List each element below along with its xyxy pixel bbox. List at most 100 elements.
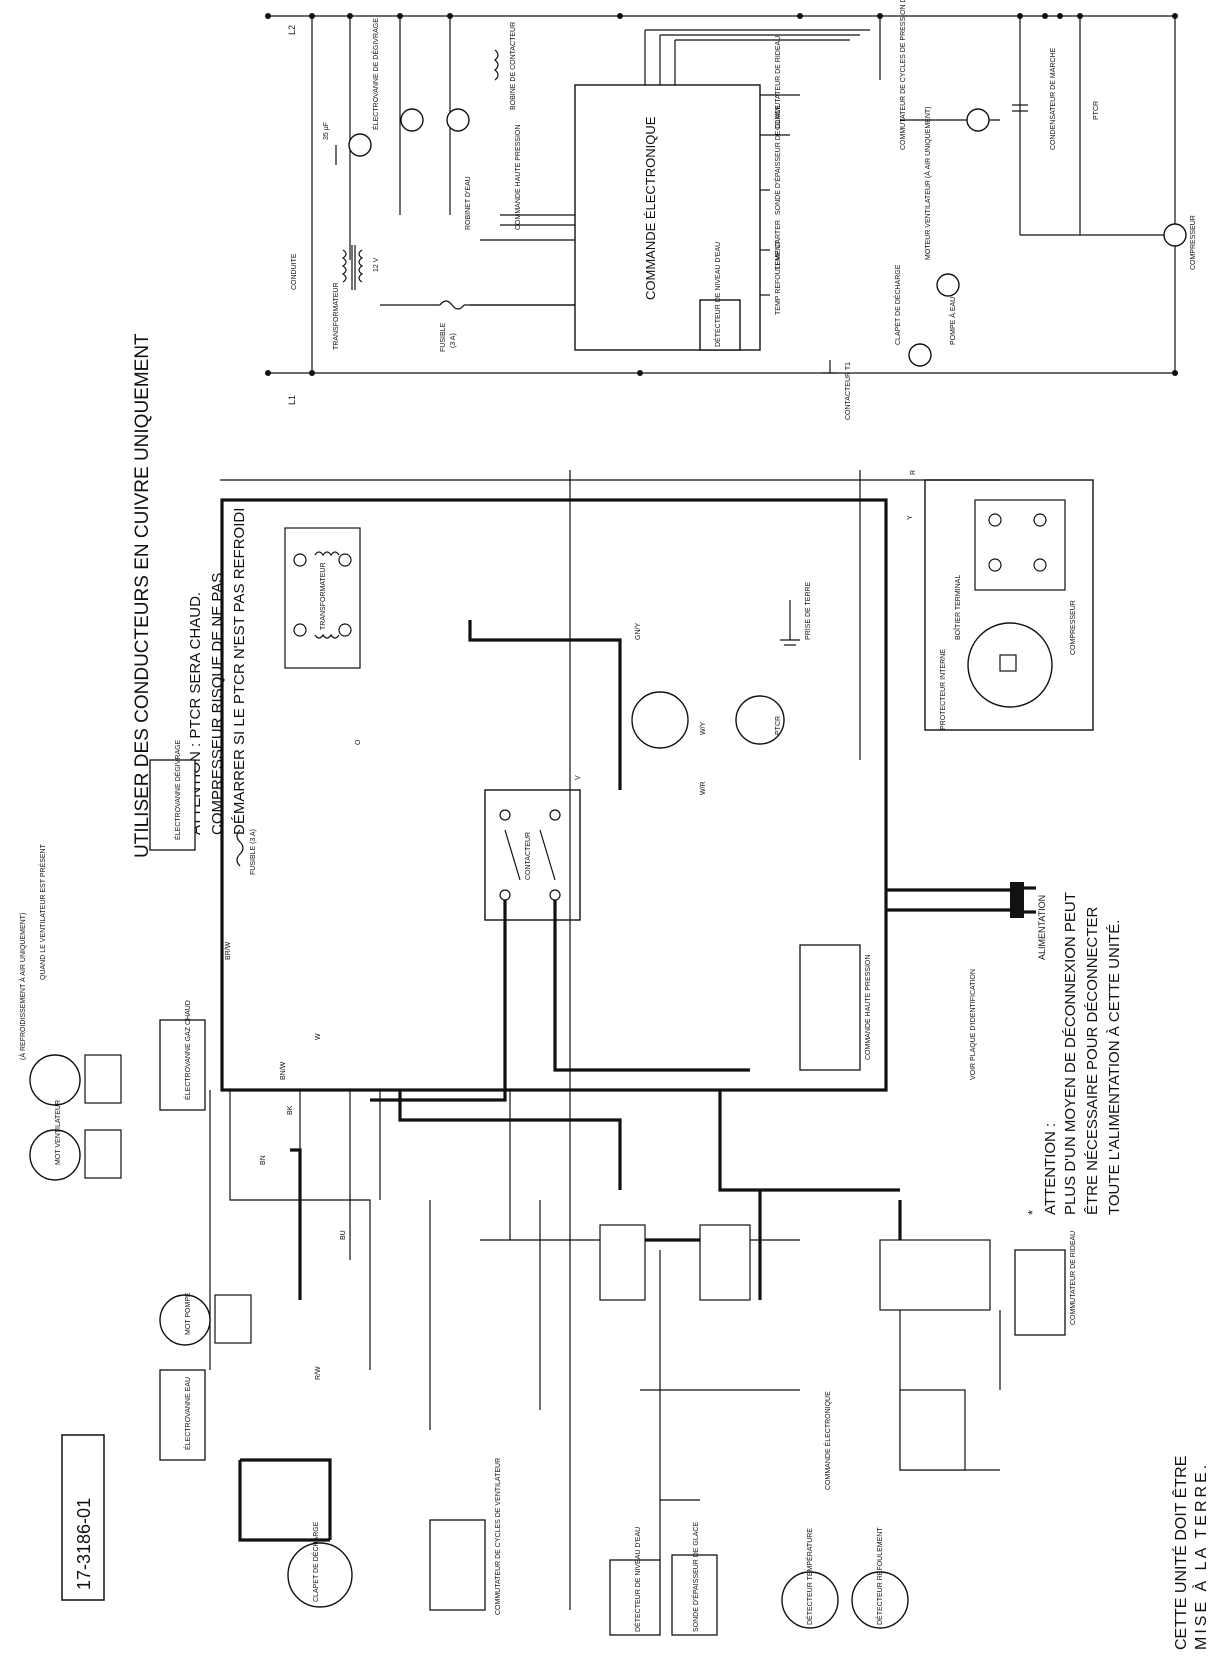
air-only-label: (À REFROIDISSEMENT À AIR UNIQUEMENT) bbox=[18, 913, 27, 1060]
hot-gas-solenoid-box bbox=[159, 1019, 206, 1111]
overload-label: PROTECTEUR INTERNE bbox=[940, 649, 947, 730]
fan-motor-symbol bbox=[966, 108, 990, 132]
svg-text:V: V bbox=[575, 775, 582, 780]
compressor-label: COMPRESSEUR bbox=[1190, 215, 1197, 270]
water-pump-symbol bbox=[936, 273, 960, 297]
svg-text:W/Y: W/Y bbox=[700, 721, 707, 735]
disconnect-line2: ÊTRE NÉCESSAIRE POUR DÉCONNECTER bbox=[1084, 906, 1101, 1215]
power-label: ALIMENTATION bbox=[1037, 895, 1047, 960]
copper-heading: UTILISER DES CONDUCTEURS EN CUIVRE UNIQU… bbox=[132, 333, 153, 858]
svg-text:BR/W: BR/W bbox=[225, 941, 232, 960]
part-number-box bbox=[61, 1434, 105, 1601]
svg-text:BN: BN bbox=[260, 1155, 267, 1165]
part-number: 17-3186-01 bbox=[74, 1498, 94, 1590]
wire-color-tags: BK W R Y V BN BU O GN/Y BR/W R/W W/R W/Y… bbox=[225, 470, 917, 1380]
svg-text:O: O bbox=[355, 739, 362, 745]
fuse-label: FUSIBLE bbox=[440, 322, 447, 352]
svg-text:Y: Y bbox=[907, 515, 914, 520]
discharge-valve bbox=[287, 1542, 353, 1608]
water-pump-label: POMPE À EAU bbox=[948, 297, 957, 345]
svg-text:W/R: W/R bbox=[700, 781, 707, 795]
fan-motor-2 bbox=[29, 1054, 81, 1106]
refoul-sensor-label: DÉTECTEUR REFOULEMENT bbox=[875, 1527, 884, 1625]
ptcr-wiring-label: PTCR bbox=[775, 716, 782, 735]
ice-probe-box bbox=[671, 1554, 718, 1636]
asterisk-note: * bbox=[1025, 1210, 1040, 1215]
control-terminal-1 bbox=[599, 1224, 646, 1301]
water-level-box bbox=[699, 299, 741, 351]
defrost-solenoid-label: ÉLECTROVANNE DÉGIVRAGE bbox=[173, 739, 182, 840]
water-solenoid-label: ÉLECTROVANNE EAU bbox=[183, 1377, 192, 1450]
aux-wires bbox=[209, 470, 1001, 1610]
pump-motor-label: MOT POMPE bbox=[185, 1292, 192, 1335]
pump-motor bbox=[159, 1294, 211, 1346]
wiring-transformer-label: TRANSFORMATEUR bbox=[320, 562, 327, 630]
fan-motor-label: MOTEUR VENTILATEUR (À AIR UNIQUEMENT) bbox=[923, 107, 932, 261]
defrost-solenoid-box bbox=[149, 759, 196, 851]
svg-text:R: R bbox=[910, 470, 917, 475]
fan-cycle-box bbox=[429, 1519, 486, 1611]
coil-label: BOBINE DE CONTACTEUR bbox=[510, 22, 517, 110]
curtain-switch-box bbox=[1014, 1249, 1066, 1336]
water-valve-symbol bbox=[400, 108, 424, 132]
hot-gas-solenoid-label: ÉLECTROVANNE GAZ CHAUD bbox=[183, 1000, 192, 1100]
ladder-schematic: L2 L1 COMMANDE ÉLECTRONIQUE bbox=[265, 0, 1197, 420]
start-device-circle bbox=[631, 691, 689, 749]
defrost-valve-label: ÉLECTROVANNE DE DÉGIVRAGE bbox=[371, 18, 380, 130]
discharge-valve-symbol bbox=[908, 343, 932, 367]
run-cap-label: CONDENSATEUR DE MARCHE bbox=[1050, 48, 1057, 150]
refoul-sensor bbox=[851, 1571, 909, 1629]
svg-text:BU: BU bbox=[340, 1230, 347, 1240]
control-enclosure bbox=[220, 498, 888, 1092]
conduite-label: CONDUITE bbox=[291, 253, 298, 290]
power-plug bbox=[886, 882, 1036, 918]
high-pressure-label: COMMANDE HAUTE PRESSION bbox=[515, 125, 522, 230]
compressor-wiring-label: COMPRESSEUR bbox=[1070, 600, 1077, 655]
l2-label: L2 bbox=[287, 25, 297, 35]
svg-text:R/W: R/W bbox=[315, 1366, 322, 1380]
disconnect-line1: PLUS D'UN MOYEN DE DÉCONNEXION PEUT bbox=[1062, 892, 1079, 1215]
nameplate-note: VOIR PLAQUE D'IDENTIFICATION bbox=[970, 969, 977, 1080]
temp-refoulement-label: TEMP REFOULEMENT bbox=[775, 240, 782, 315]
fan-motor-label: MOT VENTILATEUR bbox=[55, 1100, 62, 1165]
ptcr-label: PTCR bbox=[1093, 101, 1100, 120]
ice-probe-wiring-label: SONDE D'ÉPAISSEUR DE GLACE bbox=[691, 1522, 700, 1632]
high-pressure-box bbox=[799, 944, 861, 1071]
ground-note-line1: CETTE UNITÉ DOIT ÊTRE bbox=[1171, 1456, 1190, 1650]
defrost-valve-symbol bbox=[348, 133, 372, 157]
temp-sensor bbox=[781, 1571, 839, 1629]
water-valve-symbol-2 bbox=[446, 108, 470, 132]
when-present-label: QUAND LE VENTILATEUR EST PRÉSENT bbox=[38, 843, 47, 980]
svg-text:BN/W: BN/W bbox=[280, 1061, 287, 1080]
wiring-contactor: CONTACTEUR bbox=[484, 789, 581, 921]
wiring-contactor-label: CONTACTEUR bbox=[525, 832, 532, 880]
control-terminal-2 bbox=[699, 1224, 751, 1301]
svg-text:W: W bbox=[315, 1033, 322, 1040]
discharge-valve-label: CLAPET DE DÉCHARGE bbox=[311, 1521, 320, 1602]
control-terminal-4 bbox=[899, 1389, 966, 1471]
svg-text:GN/Y: GN/Y bbox=[635, 623, 642, 640]
schematic-fuse bbox=[439, 300, 465, 310]
temp-sensor-label: DÉTECTEUR TEMPÉRATURE bbox=[805, 1528, 814, 1625]
svg-text:BK: BK bbox=[287, 1105, 294, 1115]
curtain-switch-label: COMMUTATEUR DE RIDEAU bbox=[775, 36, 782, 130]
ptcr-circle bbox=[735, 695, 785, 745]
fuse-rating-label: (3 A) bbox=[450, 333, 457, 348]
curtain-switch-wiring-label: COMMUTATEUR DE RIDEAU bbox=[1070, 1231, 1077, 1325]
control-terminal-3 bbox=[879, 1239, 991, 1311]
attention-label: ATTENTION : bbox=[1042, 1123, 1059, 1215]
electronic-control-label: COMMANDE ÉLECTRONIQUE bbox=[643, 116, 658, 300]
water-valve-label: ROBINET D'EAU bbox=[465, 176, 472, 230]
water-solenoid-box bbox=[159, 1369, 206, 1461]
water-level-wiring-label: DÉTECTEUR DE NIVEAU D'EAU bbox=[633, 1527, 642, 1632]
fan-motor-1 bbox=[29, 1129, 81, 1181]
water-level-label: DÉTECTEUR DE NIVEAU D'EAU bbox=[713, 242, 722, 347]
contactor-coil-symbol bbox=[494, 49, 499, 81]
contactor-t1-label: CONTACTEUR T1 bbox=[845, 362, 852, 420]
terminal-box-label: BOÎTIER TERMINAL bbox=[953, 575, 962, 640]
temp-carter-label: TEMP CARTER bbox=[775, 220, 782, 270]
compressor-symbol bbox=[1163, 223, 1187, 247]
ice-probe-label: SONDE D'ÉPAISSEUR DE GLACE bbox=[773, 105, 782, 215]
